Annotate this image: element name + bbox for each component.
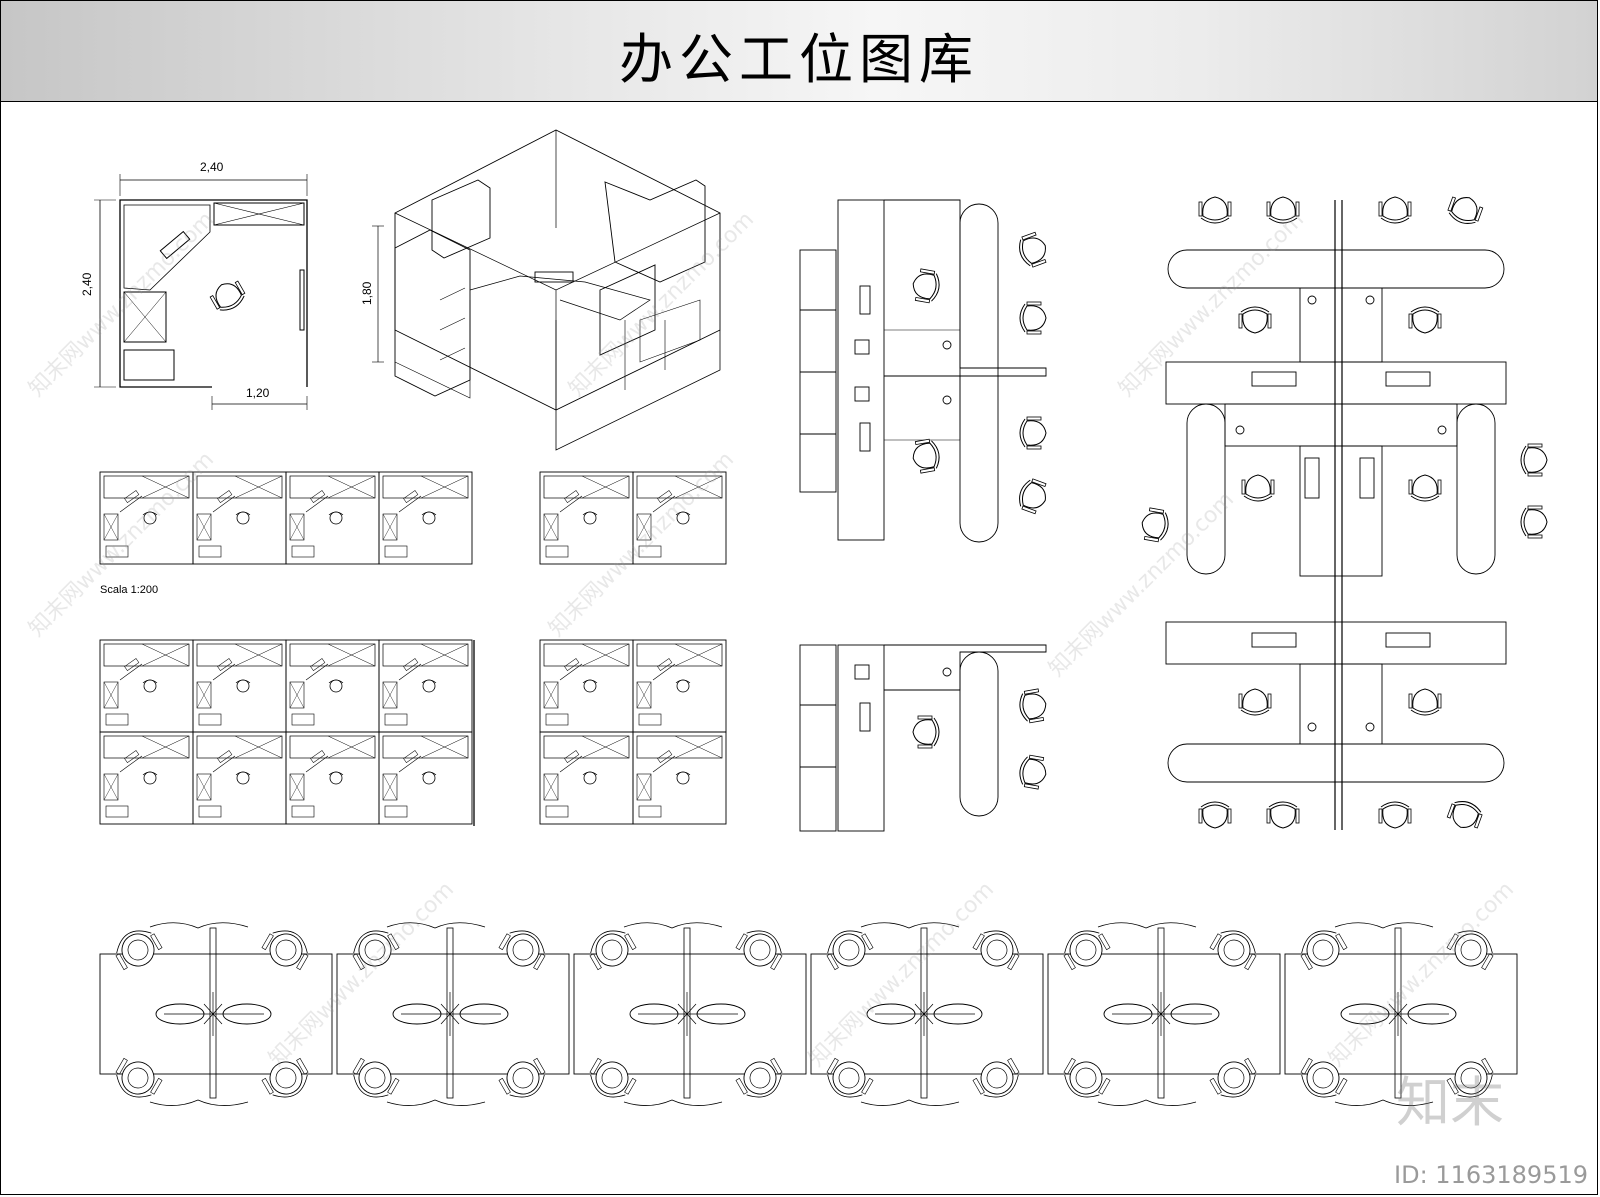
brand-logo: 知末 [1396,1071,1504,1134]
workstation-cluster-8 [100,640,475,826]
workstation-plan [94,174,308,410]
workstation-row-4 [100,472,472,564]
image-id-label: ID: 1163189519 [1394,1161,1588,1189]
dimension-width-top: 2,40 [200,160,224,174]
workstation-cluster-4 [540,640,726,824]
dimension-height-left: 2,40 [80,272,94,296]
workstation-pods-row [100,923,1517,1106]
workstation-pair [540,472,726,564]
isometric-workstation [372,129,721,451]
title-bar: 办公工位图库 [1,1,1597,102]
eight-desk-cluster [1138,191,1548,834]
dimension-opening: 1,20 [246,386,270,400]
desk-pair-with-meeting-table [799,199,1052,543]
single-desk-with-meeting-table [799,644,1050,832]
page-title: 办公工位图库 [619,28,979,91]
dimension-iso-height: 1,80 [360,281,374,305]
scale-label: Scala 1:200 [100,584,159,596]
